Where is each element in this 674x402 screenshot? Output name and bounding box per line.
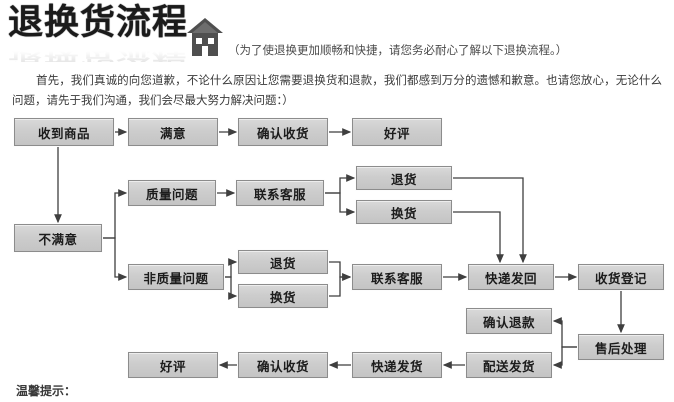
node-exchange-1[interactable]: 换货 — [355, 199, 453, 225]
node-good-review-bottom[interactable]: 好评 — [127, 351, 219, 379]
node-received-goods[interactable]: 收到商品 — [13, 117, 115, 147]
node-unsatisfied[interactable]: 不满意 — [13, 223, 103, 253]
title-block: 退换货流程 退换货流程 — [8, 3, 189, 68]
node-receipt-registration[interactable]: 收货登记 — [577, 263, 665, 291]
intro-paragraph: 首先，我们真诚的向您道歉，不论什么原因让您需要退换货和退款，我们都感到万分的遗憾… — [12, 73, 662, 107]
page-header: 退换货流程 退换货流程 （为了使退换更加顺畅和快捷，请您务必耐心了解以下退换流程… — [0, 0, 674, 68]
node-satisfied[interactable]: 满意 — [127, 117, 219, 147]
footer-note: 温馨提示： — [16, 384, 77, 398]
node-good-review-top[interactable]: 好评 — [351, 117, 443, 147]
node-after-sales[interactable]: 售后处理 — [577, 333, 665, 361]
flowchart-connectors — [54, 128, 625, 369]
node-confirm-refund[interactable]: 确认退款 — [465, 307, 553, 335]
node-express-ship[interactable]: 快递发货 — [351, 351, 443, 379]
header-subtitle: （为了使退换更加顺畅和快捷，请您务必耐心了解以下退换流程。） — [228, 43, 568, 57]
node-express-send-back[interactable]: 快递发回 — [467, 263, 555, 291]
returns-flowchart: 收到商品 满意 确认收货 好评 不满意 质量问题 联系客服 退货 换货 非质量问… — [0, 112, 674, 382]
node-non-quality-issue[interactable]: 非质量问题 — [127, 263, 225, 291]
node-return-2[interactable]: 退货 — [237, 249, 329, 275]
home-icon — [187, 18, 223, 56]
page-title: 退换货流程 — [8, 3, 189, 43]
node-confirm-receipt-top[interactable]: 确认收货 — [237, 117, 329, 147]
node-quality-issue[interactable]: 质量问题 — [127, 179, 217, 207]
node-exchange-2[interactable]: 换货 — [237, 283, 329, 309]
node-dispatch-shipment[interactable]: 配送发货 — [465, 351, 553, 379]
node-contact-service-1[interactable]: 联系客服 — [235, 179, 325, 207]
node-return-1[interactable]: 退货 — [355, 165, 453, 191]
page-title-reflection: 退换货流程 — [8, 45, 189, 68]
node-confirm-receipt-bottom[interactable]: 确认收货 — [237, 351, 329, 379]
node-contact-service-2[interactable]: 联系客服 — [351, 263, 443, 291]
